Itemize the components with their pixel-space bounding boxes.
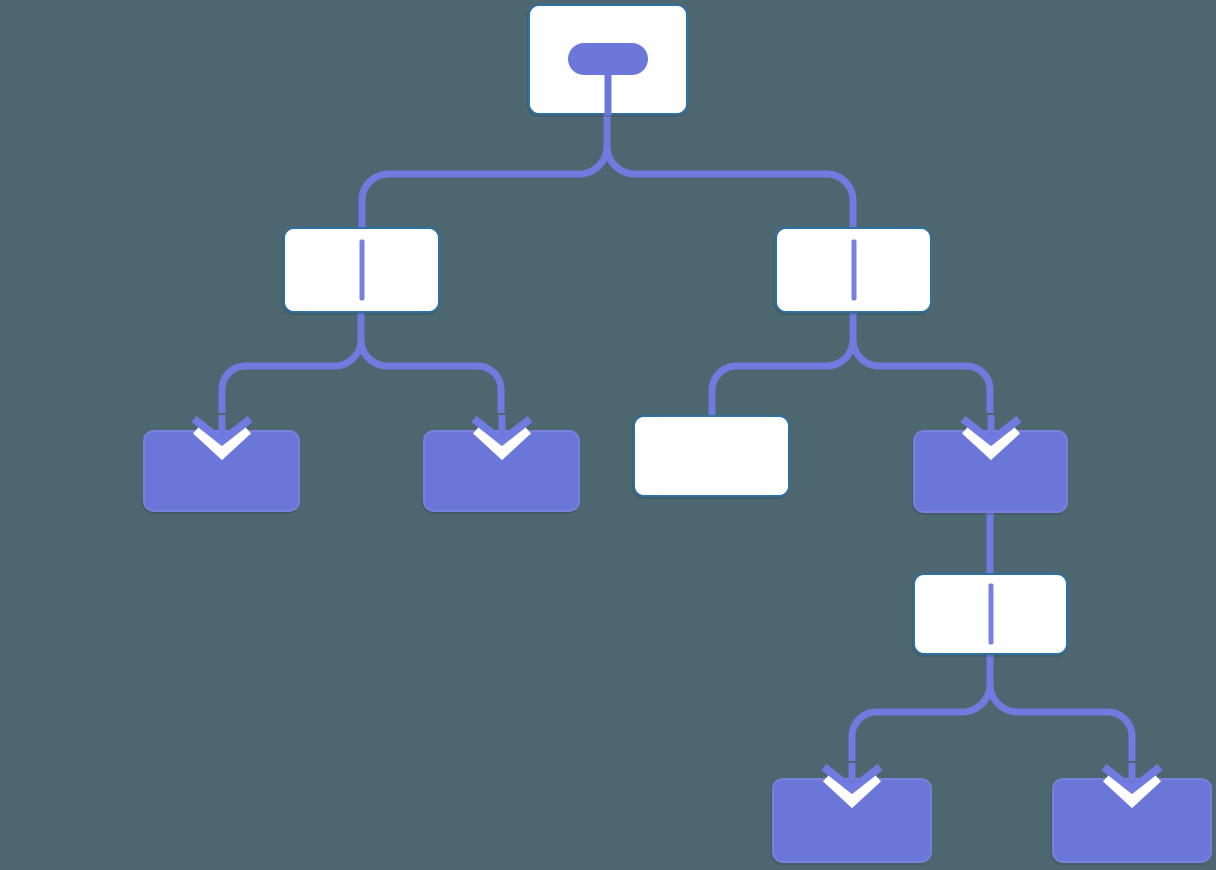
child-node-target[interactable] [913, 415, 1068, 513]
edge-right-to-target [849, 313, 994, 413]
chevron-arrow-icon [191, 415, 252, 461]
leaf-node-4[interactable] [1052, 763, 1212, 863]
chevron-arrow-icon [821, 763, 883, 809]
chevron-arrow-icon [471, 415, 532, 461]
edge-lower-to-leaf4 [986, 655, 1136, 761]
inner-divider-line [851, 239, 856, 301]
child-node-plain[interactable] [633, 415, 790, 497]
edge-root-to-left [358, 113, 611, 227]
edge-root-to-right [603, 113, 857, 227]
leaf-node-3[interactable] [772, 763, 932, 863]
branch-node-left[interactable] [283, 227, 440, 313]
edge-left-to-leaf2 [357, 313, 505, 413]
chevron-arrow-icon [960, 415, 1021, 461]
root-pill-icon [568, 43, 648, 75]
root-pill-stem [604, 72, 612, 115]
branch-node-right[interactable] [775, 227, 932, 313]
inner-divider-line [359, 239, 364, 301]
inner-divider-line [988, 583, 993, 645]
edge-right-to-plain [708, 313, 857, 415]
branch-node-lower[interactable] [913, 573, 1068, 655]
edge-left-to-leaf1 [218, 313, 365, 413]
root-node[interactable] [528, 4, 688, 115]
edge-lower-to-leaf3 [848, 655, 994, 761]
leaf-node-2[interactable] [423, 415, 580, 512]
leaf-node-1[interactable] [143, 415, 300, 512]
chevron-arrow-icon [1101, 763, 1163, 809]
